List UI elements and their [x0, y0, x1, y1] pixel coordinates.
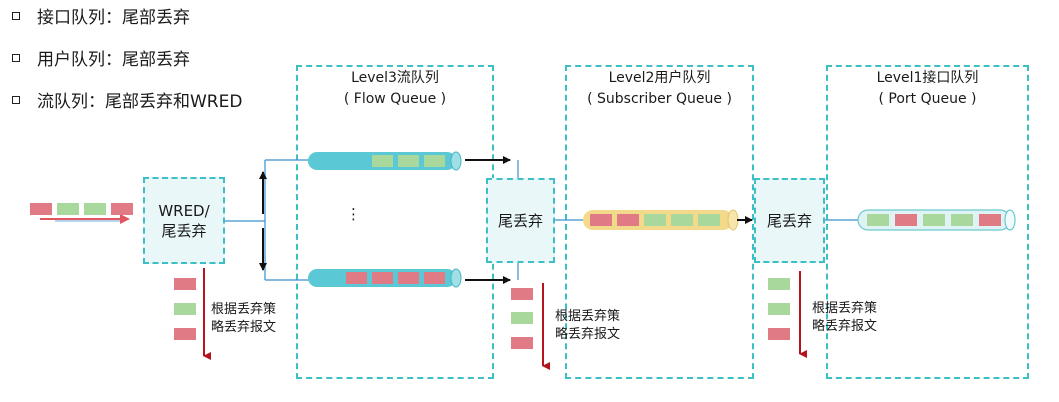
packet-red: [30, 203, 52, 215]
packet-red: [346, 272, 367, 284]
wred-tail-drop-box: WRED/ 尾丢弃: [143, 177, 225, 264]
level3-title: Level3流队列 ( Flow Queue ): [343, 70, 447, 107]
dropped-packet-red: [174, 328, 196, 340]
packet-red: [372, 272, 393, 284]
ellipsis-vertical: ⋮: [346, 205, 361, 223]
dropped-packet-green: [511, 312, 533, 324]
level1-port-queue-box: [826, 65, 1029, 379]
bullet-item: 接口队列：尾部丢弃: [12, 6, 190, 30]
packet-green: [84, 203, 106, 215]
packet-green: [671, 214, 693, 226]
square-bullet-icon: [12, 12, 20, 20]
packet-green: [57, 203, 79, 215]
packet-green: [867, 214, 889, 226]
packet-green: [698, 214, 720, 226]
dropped-packet-green: [768, 303, 790, 315]
dropped-packet-green: [768, 278, 790, 290]
packet-green: [923, 214, 945, 226]
packet-red: [590, 214, 612, 226]
dropped-packet-green: [174, 303, 196, 315]
level2-title: Level2用户队列 ( Subscriber Queue ): [587, 70, 732, 107]
dropped-packet-red: [511, 337, 533, 349]
packet-red: [895, 214, 917, 226]
drop-note-3: 根据丢弃策 略丢弃报文: [812, 301, 878, 334]
packet-green: [372, 155, 393, 167]
packet-green: [398, 155, 419, 167]
tail-drop-box-1: 尾丢弃: [486, 178, 555, 263]
drop-note-1: 根据丢弃策 略丢弃报文: [211, 302, 277, 335]
packet-red: [398, 272, 419, 284]
dropped-packet-red: [174, 278, 196, 290]
square-bullet-icon: [12, 54, 20, 62]
packet-red: [617, 214, 639, 226]
packet-green: [424, 155, 445, 167]
bullet-item: 流队列：尾部丢弃和WRED: [12, 90, 242, 114]
packet-red: [979, 214, 1001, 226]
dropped-packet-red: [768, 328, 790, 340]
bullet-item: 用户队列：尾部丢弃: [12, 48, 190, 72]
packet-green: [951, 214, 973, 226]
square-bullet-icon: [12, 96, 20, 104]
packet-red: [111, 203, 133, 215]
packet-red: [424, 272, 445, 284]
tail-drop-box-2: 尾丢弃: [754, 178, 825, 263]
drop-note-2: 根据丢弃策 略丢弃报文: [555, 309, 621, 342]
dropped-packet-red: [511, 288, 533, 300]
packet-green: [644, 214, 666, 226]
level1-title: Level1接口队列 ( Port Queue ): [876, 70, 979, 107]
level2-subscriber-queue-box: [565, 65, 754, 379]
